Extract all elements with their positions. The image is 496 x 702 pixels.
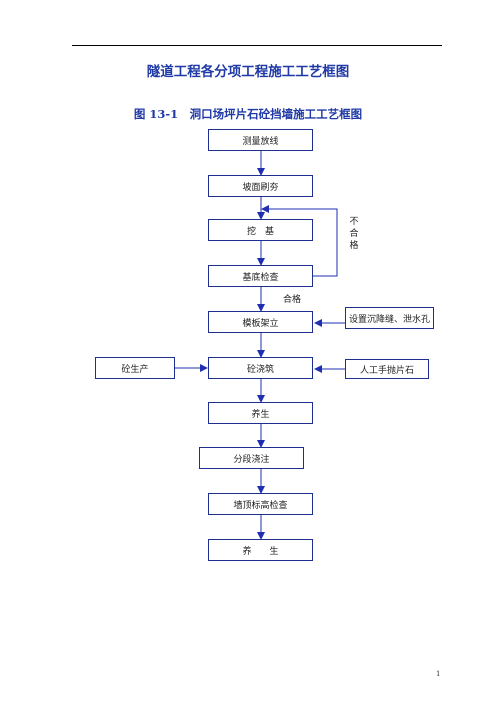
flow-step-survey: 测量放线: [208, 129, 313, 151]
flow-step-slope-tamping: 坡面刷夯: [208, 175, 313, 197]
flow-step-final-curing: 养 生: [208, 539, 313, 561]
flow-step-concrete-pour: 砼浇筑: [208, 357, 313, 379]
flow-step-excavation: 挖 基: [208, 219, 313, 241]
document-title: 隧道工程各分项工程施工工艺框图: [146, 64, 350, 80]
header-rule: [72, 45, 442, 46]
flow-step-formwork: 模板架立: [208, 311, 313, 333]
flow-step-segmented-pour: 分段浇注: [199, 447, 304, 469]
fail-label-char-3: 格: [349, 241, 359, 251]
fail-label-char-2: 合: [349, 229, 359, 239]
flow-step-wall-top-check: 墙顶标高检查: [208, 493, 313, 515]
page-number: 1: [436, 670, 441, 678]
flow-step-base-inspection: 基底检查: [208, 265, 313, 287]
fail-label-char-1: 不: [349, 217, 359, 227]
side-input-settlement-joints: 设置沉降缝、泄水孔: [345, 307, 434, 329]
figure-title: 图 13-1 洞口场坪片石砼挡墙施工工艺框图: [133, 107, 363, 121]
pass-label: 合格: [283, 295, 302, 305]
side-input-manual-rubble: 人工手抛片石: [345, 359, 429, 379]
flow-step-curing: 养生: [208, 402, 313, 424]
side-input-concrete-production: 砼生产: [95, 357, 175, 379]
fail-loop-line: [261, 205, 338, 277]
